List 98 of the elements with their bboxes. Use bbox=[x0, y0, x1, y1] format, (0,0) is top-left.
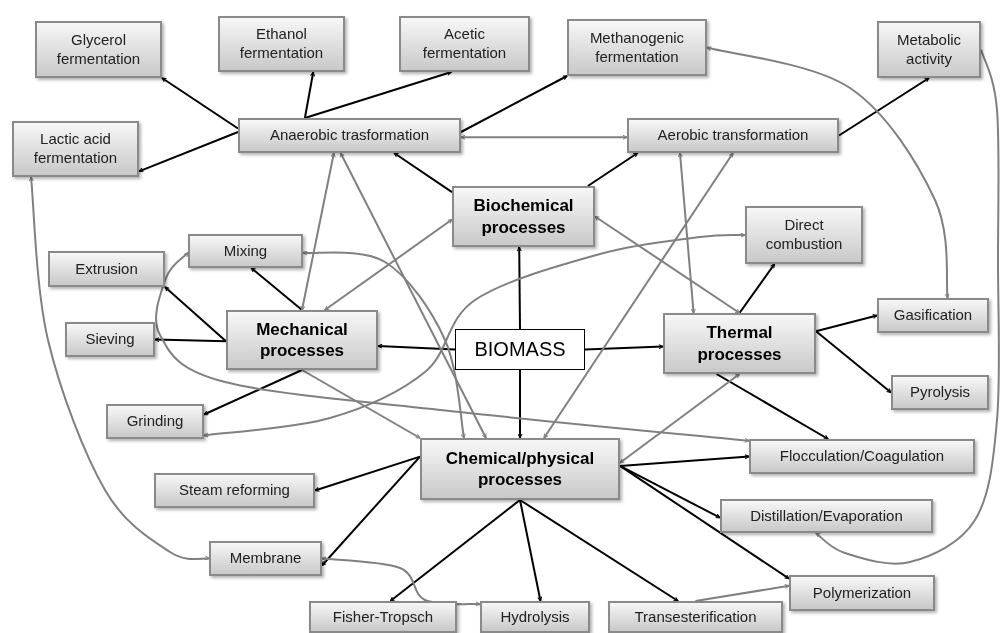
box-label: BIOMASS bbox=[474, 337, 566, 362]
process-box bbox=[420, 438, 620, 500]
arrow bbox=[28, 176, 210, 561]
box-label: Grinding bbox=[126, 412, 184, 431]
arrow bbox=[377, 343, 456, 351]
box-label: Biochemical processes bbox=[472, 195, 575, 238]
arrow bbox=[164, 286, 227, 343]
process-box bbox=[789, 575, 935, 611]
process-box bbox=[309, 601, 457, 633]
process-box bbox=[399, 16, 530, 72]
arrow bbox=[460, 134, 628, 140]
box-label: Transesterification bbox=[634, 607, 757, 627]
arrow bbox=[584, 344, 664, 351]
process-box bbox=[480, 601, 590, 633]
arrow bbox=[543, 152, 734, 439]
box-label: Fisher-Tropsch bbox=[332, 607, 434, 627]
arrow bbox=[138, 131, 239, 173]
arrow bbox=[302, 250, 466, 439]
box-label: Metabolic activity bbox=[895, 30, 963, 69]
arrow bbox=[155, 251, 750, 443]
process-box bbox=[238, 118, 461, 153]
arrow bbox=[339, 152, 487, 439]
box-label: Distillation/Evaporation bbox=[750, 506, 903, 526]
box-label: Hydrolysis bbox=[500, 607, 570, 627]
box-label: Polymerization bbox=[812, 583, 912, 603]
arrow bbox=[706, 46, 950, 299]
arrow bbox=[301, 369, 421, 439]
arrow bbox=[323, 218, 453, 311]
process-box bbox=[106, 404, 204, 439]
arrow bbox=[389, 499, 521, 602]
box-label: Membrane bbox=[229, 549, 302, 568]
process-box bbox=[48, 251, 165, 287]
box-label: Mechanical processes bbox=[255, 318, 349, 362]
box-label: Thermal processes bbox=[696, 322, 783, 365]
root-box bbox=[455, 329, 585, 370]
arrow bbox=[694, 583, 790, 602]
box-label: Methanogenic fermentation bbox=[588, 28, 686, 67]
process-box bbox=[452, 186, 595, 247]
process-box bbox=[188, 234, 303, 268]
arrow bbox=[203, 232, 746, 438]
process-box bbox=[209, 541, 322, 576]
process-box bbox=[35, 21, 162, 78]
arrow bbox=[154, 337, 227, 343]
box-label: Acetic fermentation bbox=[421, 25, 508, 63]
process-box bbox=[749, 439, 975, 474]
arrow bbox=[161, 77, 239, 130]
process-box bbox=[891, 375, 989, 410]
process-box bbox=[65, 322, 155, 357]
arrow bbox=[519, 499, 543, 602]
process-box bbox=[12, 121, 139, 177]
process-box bbox=[608, 601, 783, 633]
arrow bbox=[314, 455, 421, 492]
box-label: Mixing bbox=[223, 241, 268, 261]
arrow bbox=[738, 263, 776, 314]
process-box bbox=[627, 118, 839, 153]
arrow bbox=[815, 314, 878, 333]
box-label: Pyrolysis bbox=[910, 383, 970, 402]
box-label: Anaerobic trasformation bbox=[269, 126, 430, 145]
process-box bbox=[745, 206, 863, 264]
box-label: Steam reforming bbox=[179, 481, 290, 500]
box-label: Flocculation/Coagulation bbox=[779, 447, 945, 466]
arrow bbox=[619, 373, 741, 464]
box-label: Ethanol fermentation bbox=[238, 25, 325, 63]
process-box bbox=[218, 16, 345, 72]
box-label: Sieving bbox=[85, 330, 135, 349]
arrow bbox=[519, 499, 679, 602]
arrow bbox=[250, 267, 303, 311]
process-box bbox=[663, 313, 816, 374]
process-box bbox=[567, 19, 707, 76]
box-label: Glycerol fermentation bbox=[55, 30, 142, 69]
arrow bbox=[303, 70, 453, 119]
arrow bbox=[715, 373, 830, 440]
box-label: Chemical/physical processes bbox=[444, 447, 596, 491]
arrow bbox=[838, 77, 930, 137]
process-box bbox=[720, 499, 933, 533]
arrow bbox=[586, 152, 639, 187]
arrow bbox=[517, 369, 523, 439]
arrow bbox=[203, 369, 303, 416]
box-label: Lactic acid fermentation bbox=[32, 130, 119, 168]
arrow bbox=[594, 215, 741, 314]
arrow bbox=[619, 454, 750, 467]
arrow bbox=[303, 71, 315, 119]
box-label: Aerobic transformation bbox=[657, 126, 809, 145]
box-label: Extrusion bbox=[75, 259, 138, 279]
arrow bbox=[815, 330, 892, 394]
process-box bbox=[877, 21, 981, 78]
arrow bbox=[516, 246, 522, 330]
box-label: Direct combustion bbox=[764, 216, 844, 254]
arrow bbox=[321, 455, 421, 567]
arrow bbox=[460, 75, 568, 133]
arrow bbox=[619, 464, 790, 580]
process-box bbox=[226, 310, 378, 370]
arrow bbox=[300, 152, 336, 311]
process-box bbox=[154, 473, 315, 508]
box-label: Gasification bbox=[893, 306, 973, 325]
arrow bbox=[393, 152, 453, 194]
process-box bbox=[877, 298, 989, 333]
arrow bbox=[677, 152, 696, 314]
